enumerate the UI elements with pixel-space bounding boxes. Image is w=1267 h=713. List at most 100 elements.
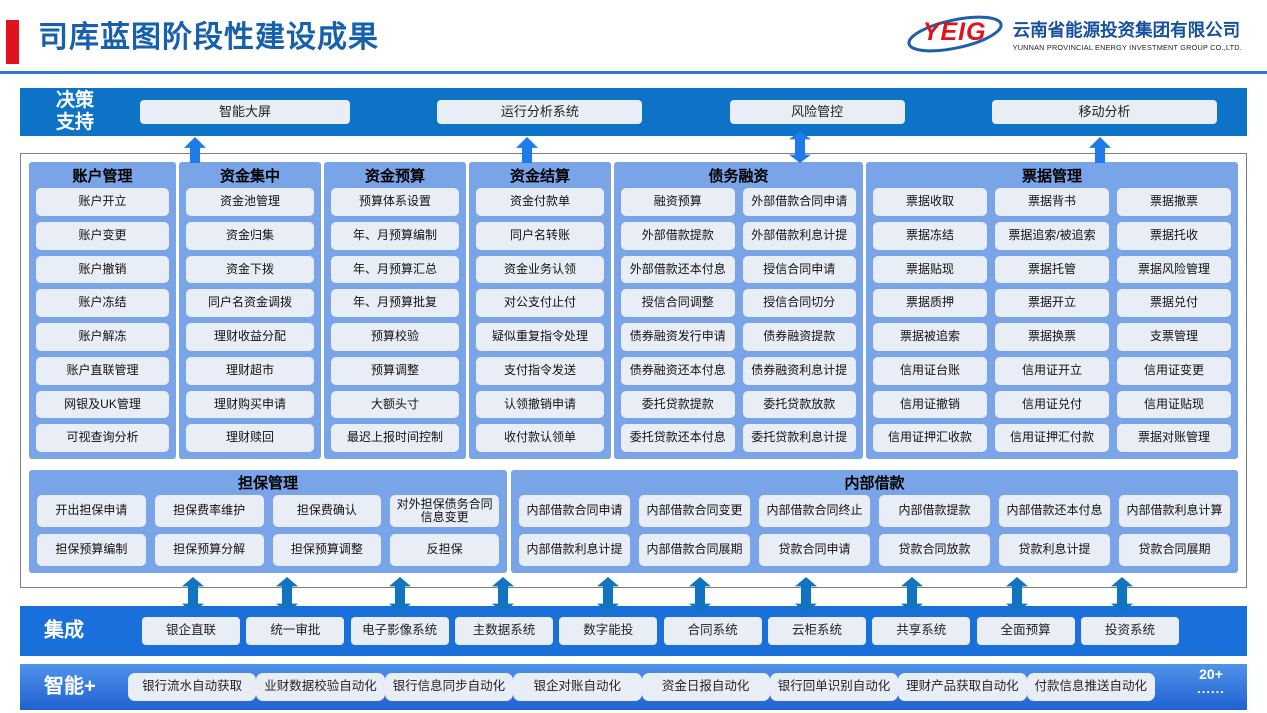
yeig-logo-icon: YEIG	[904, 10, 1006, 58]
module-item: 信用证台账	[873, 356, 987, 385]
module-item: 同户名转账	[476, 221, 604, 250]
module-item: 账户开立	[36, 188, 169, 216]
module-item: 预算调整	[331, 356, 459, 385]
module-bill-management: 票据管理 票据收取票据背书票据撤票票据冻结票据追索/被追索票据托收票据贴现票据托…	[866, 162, 1238, 459]
integration-item: 合同系统	[663, 617, 762, 645]
module-item: 票据风险管理	[1117, 255, 1231, 284]
module-item: 票据贴现	[873, 255, 987, 284]
integration-item: 主数据系统	[454, 617, 553, 645]
module-account-management: 账户管理 账户开立账户变更账户撤销账户冻结账户解冻账户直联管理网银及UK管理可视…	[29, 162, 176, 459]
module-items: 票据收取票据背书票据撤票票据冻结票据追索/被追索票据托收票据贴现票据托管票据风险…	[873, 188, 1231, 452]
module-title: 债务融资	[708, 168, 769, 185]
module-item: 票据托收	[1117, 221, 1231, 250]
module-item: 委托贷款还本付息	[621, 424, 735, 452]
decision-support-item: 移动分析	[991, 100, 1217, 124]
module-item: 贷款合同放款	[879, 534, 990, 566]
decision-support-label: 决策 支持	[56, 90, 95, 133]
module-item: 资金池管理	[186, 188, 314, 216]
double-arrow-icon	[182, 577, 204, 613]
module-item: 反担保	[390, 534, 499, 566]
integration-item: 共享系统	[872, 617, 971, 645]
module-item: 担保费率维护	[154, 495, 264, 527]
integration-item: 数字能投	[559, 617, 658, 645]
integration-band: 集成 银企直联统一审批电子影像系统主数据系统数字能投合同系统云柜系统共享系统全面…	[20, 606, 1247, 656]
title-accent-bar	[6, 20, 19, 64]
sub-modules-row: 担保管理 开出担保申请担保费率维护担保费确认对外担保债务合同信息变更担保预算编制…	[29, 470, 1238, 573]
module-items: 预算体系设置年、月预算编制年、月预算汇总年、月预算批复预算校验预算调整大额头寸最…	[331, 188, 459, 452]
module-item: 疑似重复指令处理	[476, 323, 604, 351]
module-item: 同户名资金调拨	[186, 289, 314, 317]
module-debt-financing: 债务融资 融资预算外部借款合同申请外部借款提款外部借款利息计提外部借款还本付息授…	[614, 162, 863, 459]
module-item: 对公支付止付	[476, 289, 604, 317]
module-item: 认领撤销申请	[476, 390, 604, 419]
module-item: 理财赎回	[186, 424, 314, 452]
module-item: 票据开立	[995, 289, 1109, 317]
logo-ellipse-icon	[907, 15, 1003, 53]
module-item: 内部借款合同终止	[759, 495, 870, 527]
module-item: 授信合同切分	[742, 289, 856, 317]
page-title: 司库蓝图阶段性建设成果	[38, 21, 379, 54]
module-items: 账户开立账户变更账户撤销账户冻结账户解冻账户直联管理网银及UK管理可视查询分析	[36, 188, 169, 452]
intelligence-label: 智能+	[44, 675, 96, 698]
decision-support-items: 智能大屏运行分析系统风险管控移动分析	[140, 100, 1217, 124]
double-arrow-icon	[689, 577, 711, 613]
decision-support-item: 风险管控	[729, 100, 905, 124]
module-item: 理财超市	[186, 356, 314, 385]
module-internal-loan: 内部借款 内部借款合同申请内部借款合同变更内部借款合同终止内部借款提款内部借款还…	[511, 470, 1238, 573]
module-item: 理财购买申请	[186, 390, 314, 419]
module-item: 票据质押	[873, 289, 987, 317]
integration-item: 投资系统	[1080, 617, 1179, 645]
module-guarantee-management: 担保管理 开出担保申请担保费率维护担保费确认对外担保债务合同信息变更担保预算编制…	[29, 470, 507, 573]
module-item: 信用证押汇收款	[873, 424, 987, 452]
module-item: 内部借款利息计提	[519, 534, 630, 566]
module-item: 内部借款合同展期	[639, 534, 750, 566]
module-item: 账户冻结	[36, 289, 169, 317]
module-item: 资金下拨	[186, 255, 314, 284]
module-item: 大额头寸	[331, 390, 459, 419]
module-item: 外部借款提款	[621, 221, 735, 250]
module-item: 票据冻结	[873, 221, 987, 250]
module-item: 支票管理	[1117, 323, 1231, 351]
double-arrow-icon	[597, 577, 619, 613]
intelligence-item: 银企对账自动化	[513, 673, 642, 701]
module-items: 开出担保申请担保费率维护担保费确认对外担保债务合同信息变更担保预算编制担保预算分…	[37, 495, 499, 566]
module-item: 收付款认领单	[476, 424, 604, 452]
decision-support-item: 运行分析系统	[437, 100, 643, 124]
company-name: 云南省能源投资集团有限公司 YUNNAN PROVINCIAL ENERGY I…	[1013, 17, 1242, 52]
decision-support-band: 决策 支持 智能大屏运行分析系统风险管控移动分析	[20, 88, 1247, 136]
module-item: 理财收益分配	[186, 323, 314, 351]
module-item: 外部借款合同申请	[742, 188, 856, 216]
company-name-en: YUNNAN PROVINCIAL ENERGY INVESTMENT GROU…	[1012, 42, 1242, 52]
module-item: 债券融资利息计提	[742, 356, 856, 385]
module-item: 年、月预算汇总	[331, 255, 459, 284]
module-item: 网银及UK管理	[36, 390, 169, 419]
intelligence-item: 银行信息同步自动化	[384, 673, 514, 701]
module-item: 账户变更	[36, 221, 169, 250]
module-fund-centralization: 资金集中 资金池管理资金归集资金下拨同户名资金调拨理财收益分配理财超市理财购买申…	[179, 162, 321, 459]
module-item: 支付指令发送	[476, 356, 604, 385]
module-item: 票据托管	[995, 255, 1109, 284]
double-arrow-icon	[389, 577, 411, 613]
module-item: 内部借款还本付息	[999, 495, 1110, 527]
module-item: 票据收取	[873, 188, 987, 216]
module-title: 资金预算	[364, 168, 425, 185]
module-item: 贷款合同展期	[1119, 534, 1230, 566]
company-logo: YEIG 云南省能源投资集团有限公司 YUNNAN PROVINCIAL ENE…	[904, 10, 1242, 58]
integration-item: 统一审批	[246, 617, 345, 645]
module-item: 内部借款提款	[879, 495, 990, 527]
integration-item: 银企直联	[142, 617, 240, 645]
module-item: 账户直联管理	[36, 356, 169, 385]
module-item: 票据对账管理	[1117, 424, 1231, 452]
module-item: 债券融资发行申请	[621, 323, 735, 351]
module-item: 票据兑付	[1117, 289, 1231, 317]
module-item: 对外担保债务合同信息变更	[390, 495, 499, 527]
module-item: 债券融资还本付息	[621, 356, 735, 385]
module-item: 账户撤销	[36, 255, 169, 284]
module-item: 信用证贴现	[1117, 390, 1231, 419]
module-item: 授信合同调整	[621, 289, 735, 317]
module-item: 贷款利息计提	[999, 534, 1110, 566]
module-item: 票据换票	[995, 323, 1109, 351]
module-item: 票据背书	[995, 188, 1109, 216]
module-item: 担保预算调整	[272, 534, 382, 566]
